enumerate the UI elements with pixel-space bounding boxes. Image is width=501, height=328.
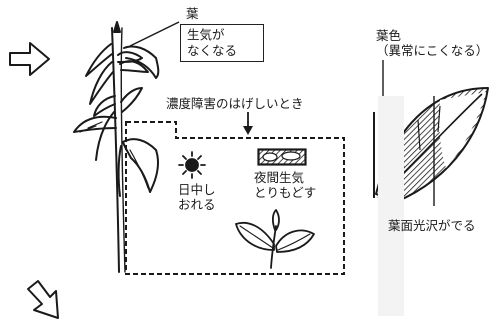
background-ghost-text: [378, 96, 404, 316]
night-recovery-label: 夜間生気 とりもどす: [254, 170, 316, 200]
wilted-callout-line1: 生気が: [187, 27, 225, 42]
sun-icon: [178, 151, 206, 179]
severe-damage-label: 濃度障害のはげしいとき: [166, 96, 304, 111]
leaf-color-line1: 葉色: [376, 28, 402, 43]
daytime-wilting-label: 日中し おれる: [178, 182, 216, 212]
wilted-callout: 生気が なくなる: [180, 24, 264, 62]
leaf-gloss-label: 葉面光沢がでる: [388, 218, 476, 233]
down-right-arrow-icon: [27, 280, 59, 319]
down-arrow-icon: [243, 112, 253, 135]
leaf-leader-line: [129, 21, 180, 47]
night-cloud-icon: [257, 148, 307, 166]
leaf-label: 葉: [186, 6, 199, 21]
severe-damage-inset-border: [125, 121, 345, 275]
wilted-callout-line2: なくなる: [187, 43, 238, 58]
leaf-color-label: 葉色 （異常にこくなる）: [376, 28, 488, 58]
night-recovery-line2: とりもどす: [254, 185, 317, 200]
recovered-plant-illustration: [235, 209, 315, 269]
wilted-plant-illustration: [73, 21, 160, 273]
right-arrow-icon: [9, 42, 50, 76]
daytime-wilting-line1: 日中し: [178, 182, 216, 197]
night-recovery-line1: 夜間生気: [254, 170, 305, 185]
daytime-wilting-line2: おれる: [178, 197, 216, 212]
leaf-color-line2: （異常にこくなる）: [376, 43, 489, 58]
